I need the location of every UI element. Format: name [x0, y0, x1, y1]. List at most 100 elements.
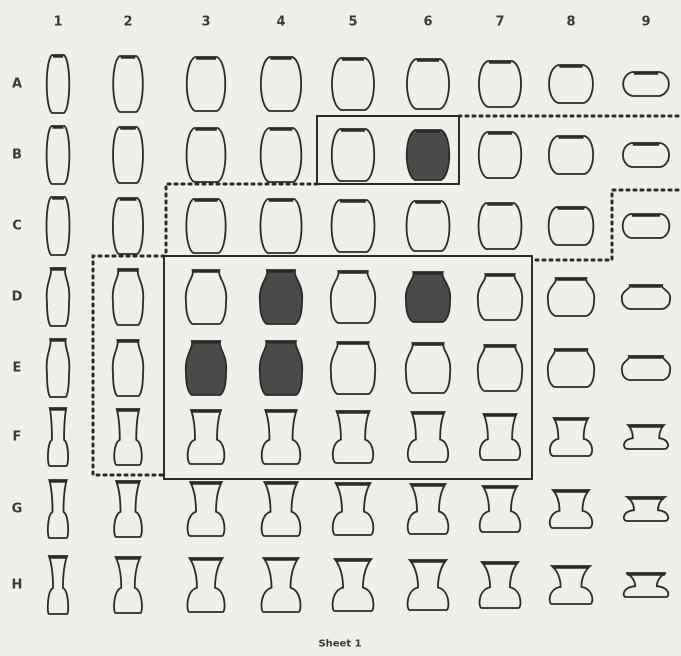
- vessel-outline: [333, 559, 374, 611]
- vessel-icon: [187, 558, 224, 612]
- vessel-icon: [549, 65, 593, 103]
- vessel-icon: [187, 128, 226, 182]
- filled-vessel-icon: [406, 272, 450, 322]
- vessel-outline: [549, 136, 593, 174]
- vessel-outline: [188, 482, 225, 536]
- vessel-outline: [47, 268, 70, 326]
- vessel-outline: [331, 271, 375, 323]
- vessel-icon: [188, 482, 225, 536]
- vessel-outline: [550, 566, 593, 604]
- vessel-icon: [47, 126, 70, 184]
- vessel-icon: [114, 557, 142, 613]
- vessel-outline: [549, 65, 593, 103]
- filled-vessel-icon: [407, 130, 449, 180]
- vessel-outline: [186, 341, 227, 395]
- vessel-icon: [406, 343, 451, 393]
- vessel-icon: [113, 340, 144, 396]
- vessel-icon: [479, 61, 521, 107]
- vessel-outline: [407, 59, 449, 109]
- vessel-icon: [47, 268, 70, 326]
- dotted-group-frame: [532, 190, 678, 260]
- vessel-outline: [187, 558, 224, 612]
- vessel-icon: [550, 418, 592, 456]
- vessel-outline: [479, 132, 521, 178]
- filled-vessel-icon: [260, 341, 303, 395]
- vessel-outline: [550, 418, 592, 456]
- vessel-icon: [622, 285, 670, 309]
- vessel-outline: [479, 61, 521, 107]
- vessel-outline: [262, 482, 301, 536]
- vessel-outline: [186, 270, 227, 324]
- vessel-icon: [408, 560, 449, 610]
- vessel-outline: [48, 408, 68, 466]
- vessel-icon: [48, 408, 68, 466]
- vessel-icon: [623, 72, 669, 96]
- vessel-icon: [480, 562, 521, 608]
- vessel-outline: [113, 198, 143, 254]
- vessel-icon: [331, 271, 375, 323]
- vessel-outline: [114, 481, 142, 537]
- vessel-icon: [48, 556, 68, 614]
- vessel-outline: [331, 342, 376, 394]
- vessel-outline: [261, 57, 301, 111]
- vessel-icon: [114, 409, 142, 465]
- vessel-icon: [186, 270, 227, 324]
- vessel-icon: [549, 136, 593, 174]
- vessel-icon: [114, 481, 142, 537]
- vessel-outline: [480, 562, 521, 608]
- vessel-outline: [479, 203, 522, 249]
- vessel-icon: [549, 207, 594, 245]
- filled-vessel-icon: [260, 270, 302, 324]
- vessel-outline: [408, 412, 448, 462]
- vessel-icon: [47, 55, 70, 113]
- vessel-icon: [331, 342, 376, 394]
- vessel-outline: [113, 56, 143, 112]
- vessel-outline: [187, 57, 226, 111]
- vessel-icon: [260, 199, 301, 253]
- vessel-icon: [261, 558, 300, 612]
- vessel-icon: [479, 132, 521, 178]
- vessel-icon: [479, 203, 522, 249]
- vessel-outline: [332, 200, 375, 252]
- vessel-outline: [260, 270, 302, 324]
- vessel-icon: [186, 199, 225, 253]
- vessel-outline: [188, 410, 225, 464]
- vessel-outline: [48, 480, 68, 538]
- vessel-outline: [623, 143, 669, 167]
- vessel-outline: [623, 72, 669, 96]
- vessel-outline: [624, 573, 669, 597]
- vessel-outline: [407, 201, 450, 251]
- vessel-icon: [408, 484, 449, 534]
- vessel-outline: [332, 129, 374, 181]
- vessel-icon: [480, 414, 520, 460]
- vessel-outline: [114, 409, 142, 465]
- vessel-icon: [333, 483, 374, 535]
- vessel-outline: [624, 497, 668, 521]
- vessel-icon: [623, 214, 670, 238]
- vessel-outline: [550, 490, 592, 528]
- vessel-icon: [48, 480, 68, 538]
- vessel-icon: [550, 566, 593, 604]
- vessel-icon: [407, 59, 449, 109]
- vessel-icon: [332, 200, 375, 252]
- vessel-icon: [188, 410, 225, 464]
- vessel-outline: [47, 339, 70, 397]
- vessel-outline: [480, 486, 521, 532]
- vessel-outline: [187, 128, 226, 182]
- vessel-outline: [113, 340, 144, 396]
- vessel-outline: [333, 483, 374, 535]
- vessel-icon: [333, 559, 374, 611]
- vessel-icon: [480, 486, 521, 532]
- vessel-icon: [407, 201, 450, 251]
- vessel-outline: [549, 207, 594, 245]
- sheet-caption: Sheet 1: [318, 639, 361, 650]
- vessel-icon: [550, 490, 592, 528]
- vessel-outline: [406, 343, 451, 393]
- vessel-outline: [407, 130, 449, 180]
- vessel-icon: [47, 339, 70, 397]
- vessel-outline: [261, 558, 300, 612]
- vessel-outline: [624, 425, 668, 449]
- vessel-outline: [478, 345, 523, 391]
- vessel-outline: [261, 128, 302, 182]
- vessel-outline: [622, 285, 670, 309]
